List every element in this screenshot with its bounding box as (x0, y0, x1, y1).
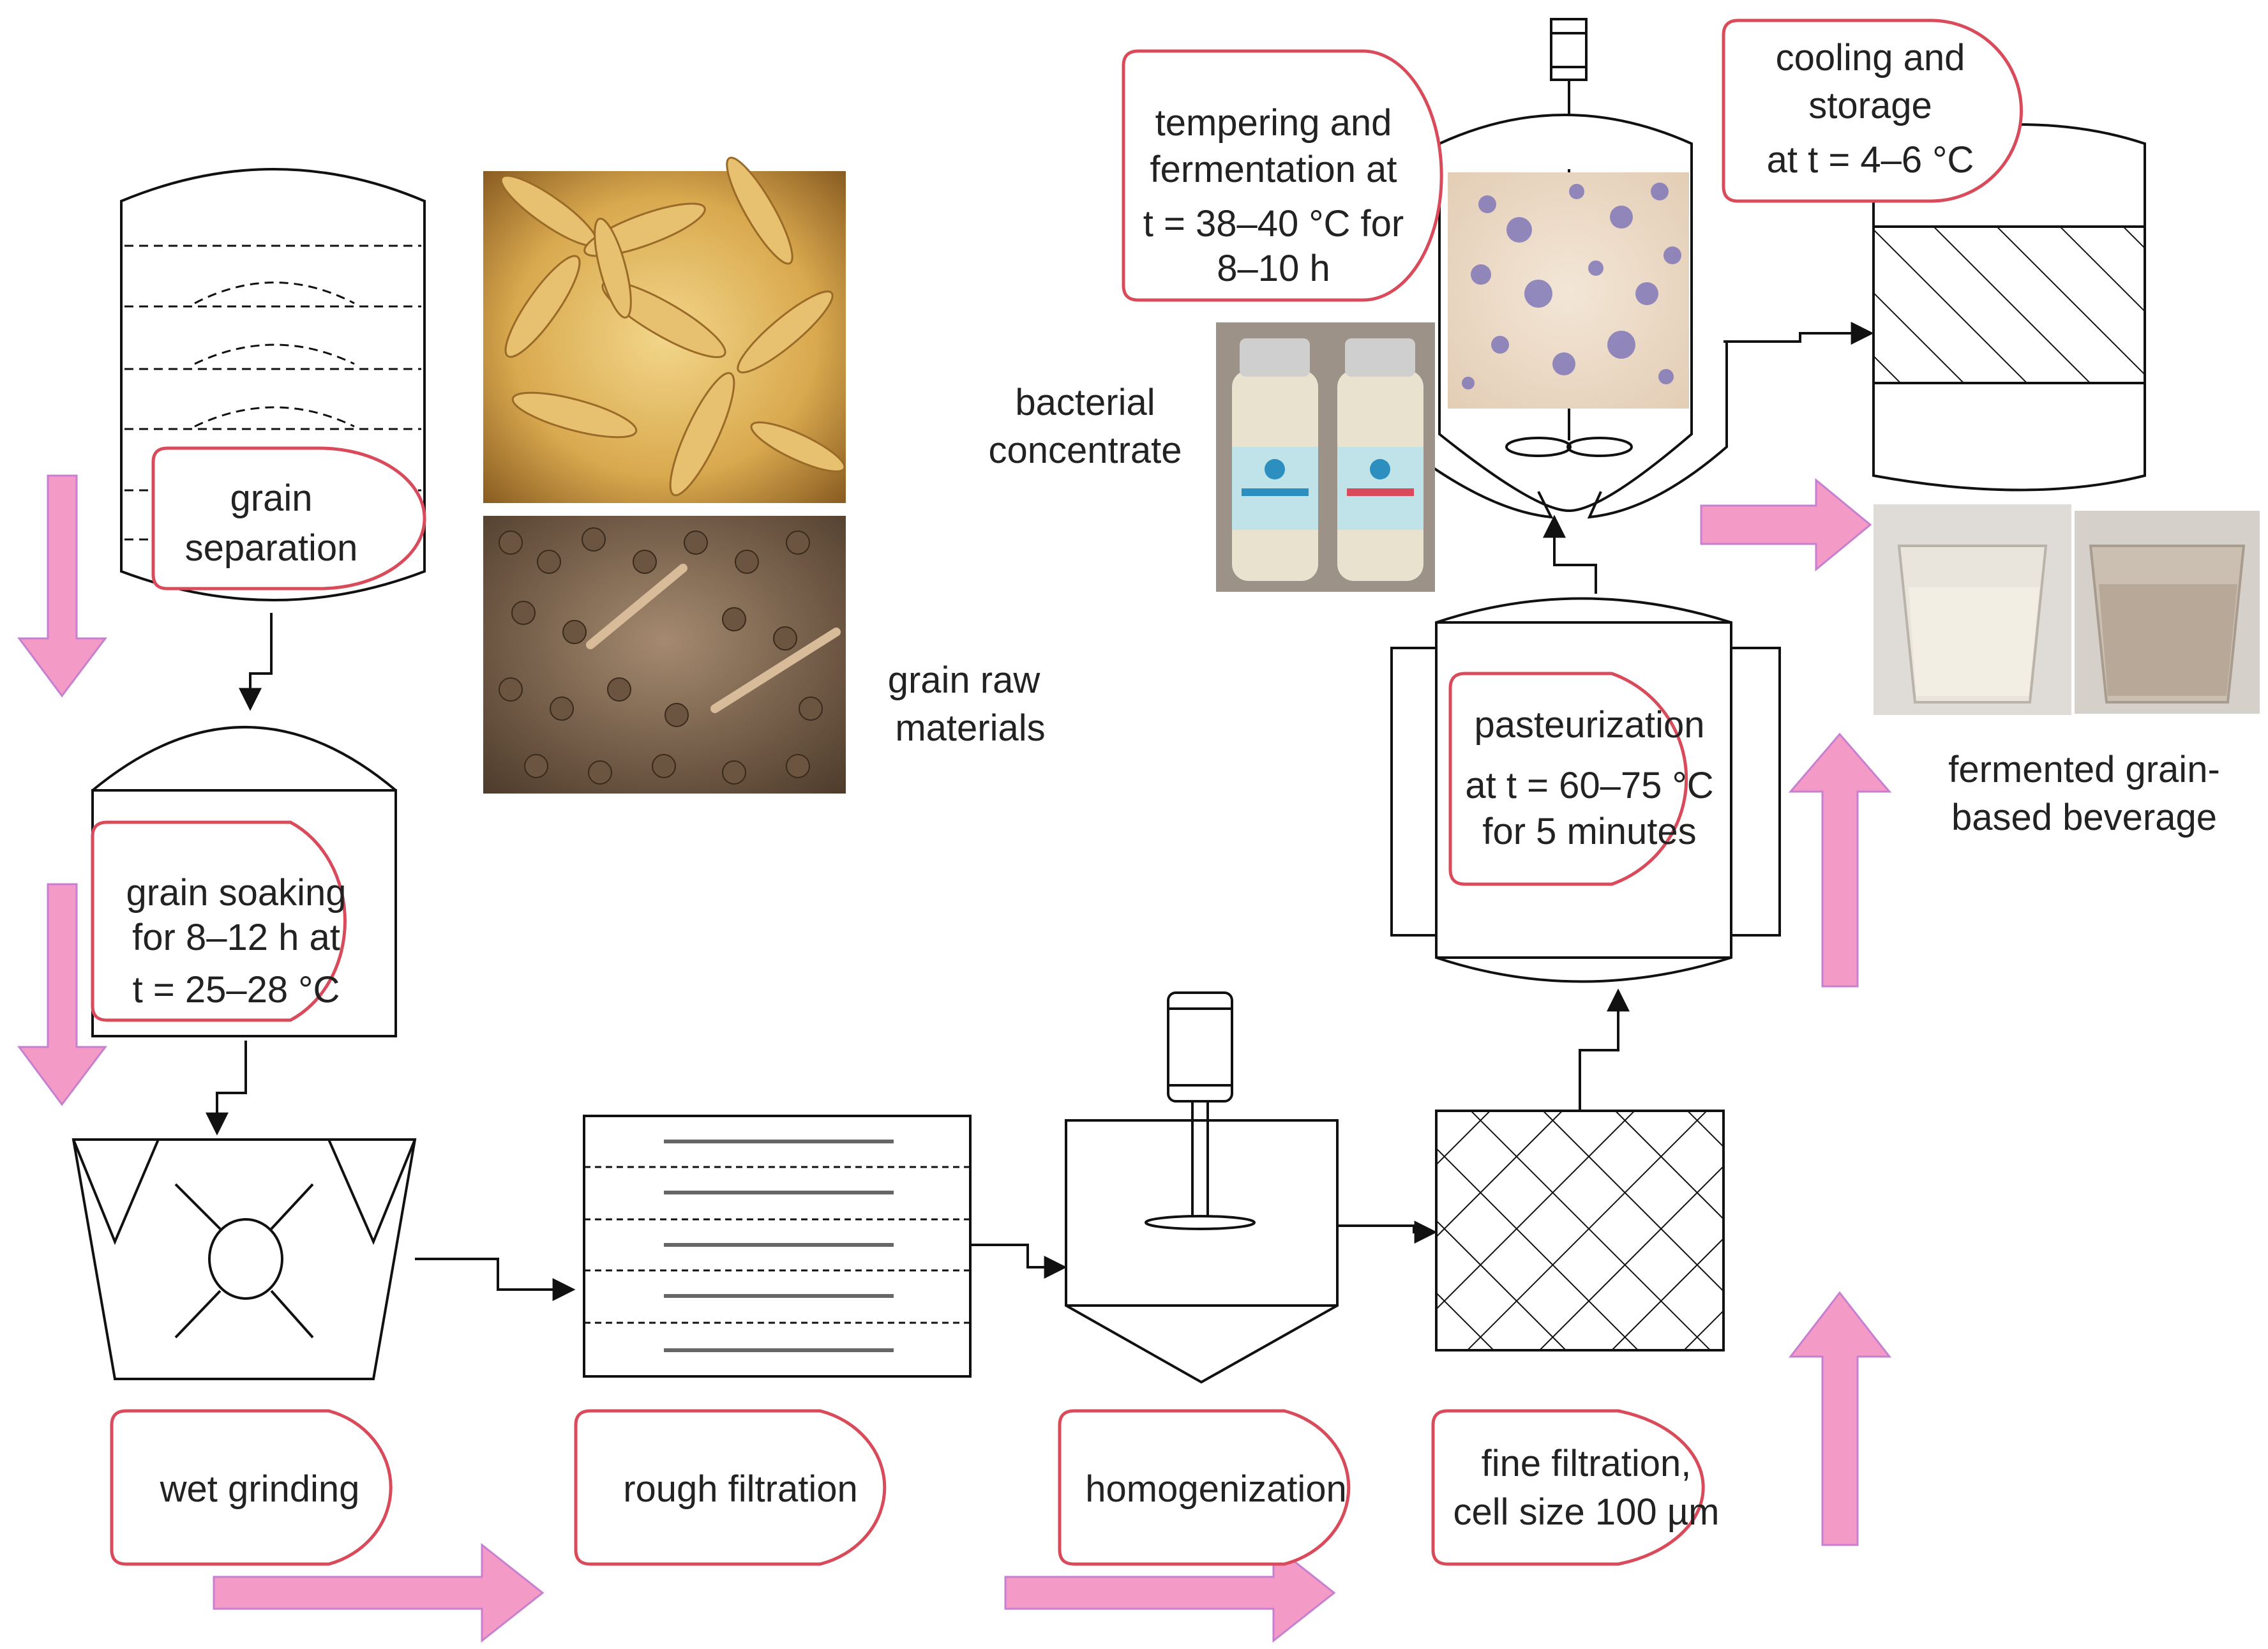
flow-arrow-down-2 (17, 883, 108, 1106)
equipment (71, 18, 2146, 1384)
fermented-beverage-line-1: fermented grain- (1948, 749, 2220, 790)
fermented-beverage-line-2: based beverage (1951, 797, 2217, 838)
wet-grinding-callout (110, 1409, 393, 1566)
beverage-glasses-photo (1874, 504, 2260, 715)
grain-separation-callout (151, 446, 426, 591)
callouts (91, 19, 2023, 1566)
connectors (206, 322, 1874, 1301)
grain-soaking-line-1: grain soaking (126, 872, 347, 914)
tempering-line-3: t = 38–40 °C for (1143, 203, 1404, 245)
pasteurization-line-3: for 5 minutes (1482, 811, 1696, 852)
oat-grains-photo (483, 156, 846, 503)
tempering-line-2: fermentation at (1150, 149, 1397, 190)
flow-arrow-right-3 (1700, 478, 1872, 572)
flow-arrow-up-1 (1788, 1291, 1892, 1546)
tempering-line-4: 8–10 h (1217, 248, 1330, 289)
flow-arrow-down-1 (17, 474, 108, 698)
labels: grain separation grain soaking for 8–12 … (126, 37, 2220, 1533)
fine-filtration-line-1: fine filtration, (1482, 1443, 1692, 1484)
bacterial-concentrate-bottles-photo (1216, 322, 1435, 592)
flow-arrow-right-2 (1004, 1542, 1336, 1643)
grain-soaking-line-2: for 8–12 h at (132, 917, 340, 958)
grain-soaking-line-3: t = 25–28 °C (133, 969, 340, 1011)
grain-soaking-callout (91, 820, 347, 1022)
pasteurization-callout (1448, 672, 1688, 886)
bacterial-concentrate-line-1: bacterial (1015, 382, 1155, 423)
rough-filter (583, 1115, 972, 1378)
grain-separation-line-1: grain (230, 478, 313, 519)
flow-arrow-up-2 (1788, 732, 1892, 988)
tempering-line-1: tempering and (1155, 102, 1392, 144)
fine-filter (1435, 1110, 1725, 1352)
pasteurization-line-2: at t = 60–75 °C (1465, 765, 1713, 806)
grain-separation-line-2: separation (185, 527, 358, 569)
grain-raw-materials-line-2: materials (895, 707, 1045, 749)
fine-filtration-line-2: cell size 100 µm (1453, 1491, 1719, 1533)
microscope-bacteria-photo (1448, 172, 1689, 409)
homogenization-callout (1058, 1409, 1351, 1566)
tempering-callout (1122, 49, 1443, 302)
pasteurization-line-1: pasteurization (1474, 704, 1704, 746)
wet-grinding-label: wet grinding (160, 1468, 360, 1510)
homogenization-label: homogenization (1085, 1468, 1347, 1510)
flow-arrows (17, 474, 1892, 1643)
cooling-line-2: storage (1808, 85, 1932, 126)
rough-filtration-label: rough filtration (623, 1468, 858, 1510)
homogenizer (1065, 991, 1339, 1384)
flow-arrow-right-1 (213, 1542, 544, 1643)
cooling-line-1: cooling and (1776, 37, 1965, 79)
cooling-callout (1722, 19, 2023, 203)
bacterial-concentrate-line-2: concentrate (988, 430, 1182, 471)
rough-filtration-callout (574, 1409, 887, 1566)
grinder (71, 1138, 417, 1380)
grain-raw-materials-line-1: grain raw (888, 659, 1041, 701)
cooling-line-3: at t = 4–6 °C (1767, 139, 1974, 181)
fine-filtration-callout (1431, 1409, 1705, 1566)
buckwheat-grains-photo (483, 516, 846, 794)
storage-tank (1872, 123, 2146, 492)
